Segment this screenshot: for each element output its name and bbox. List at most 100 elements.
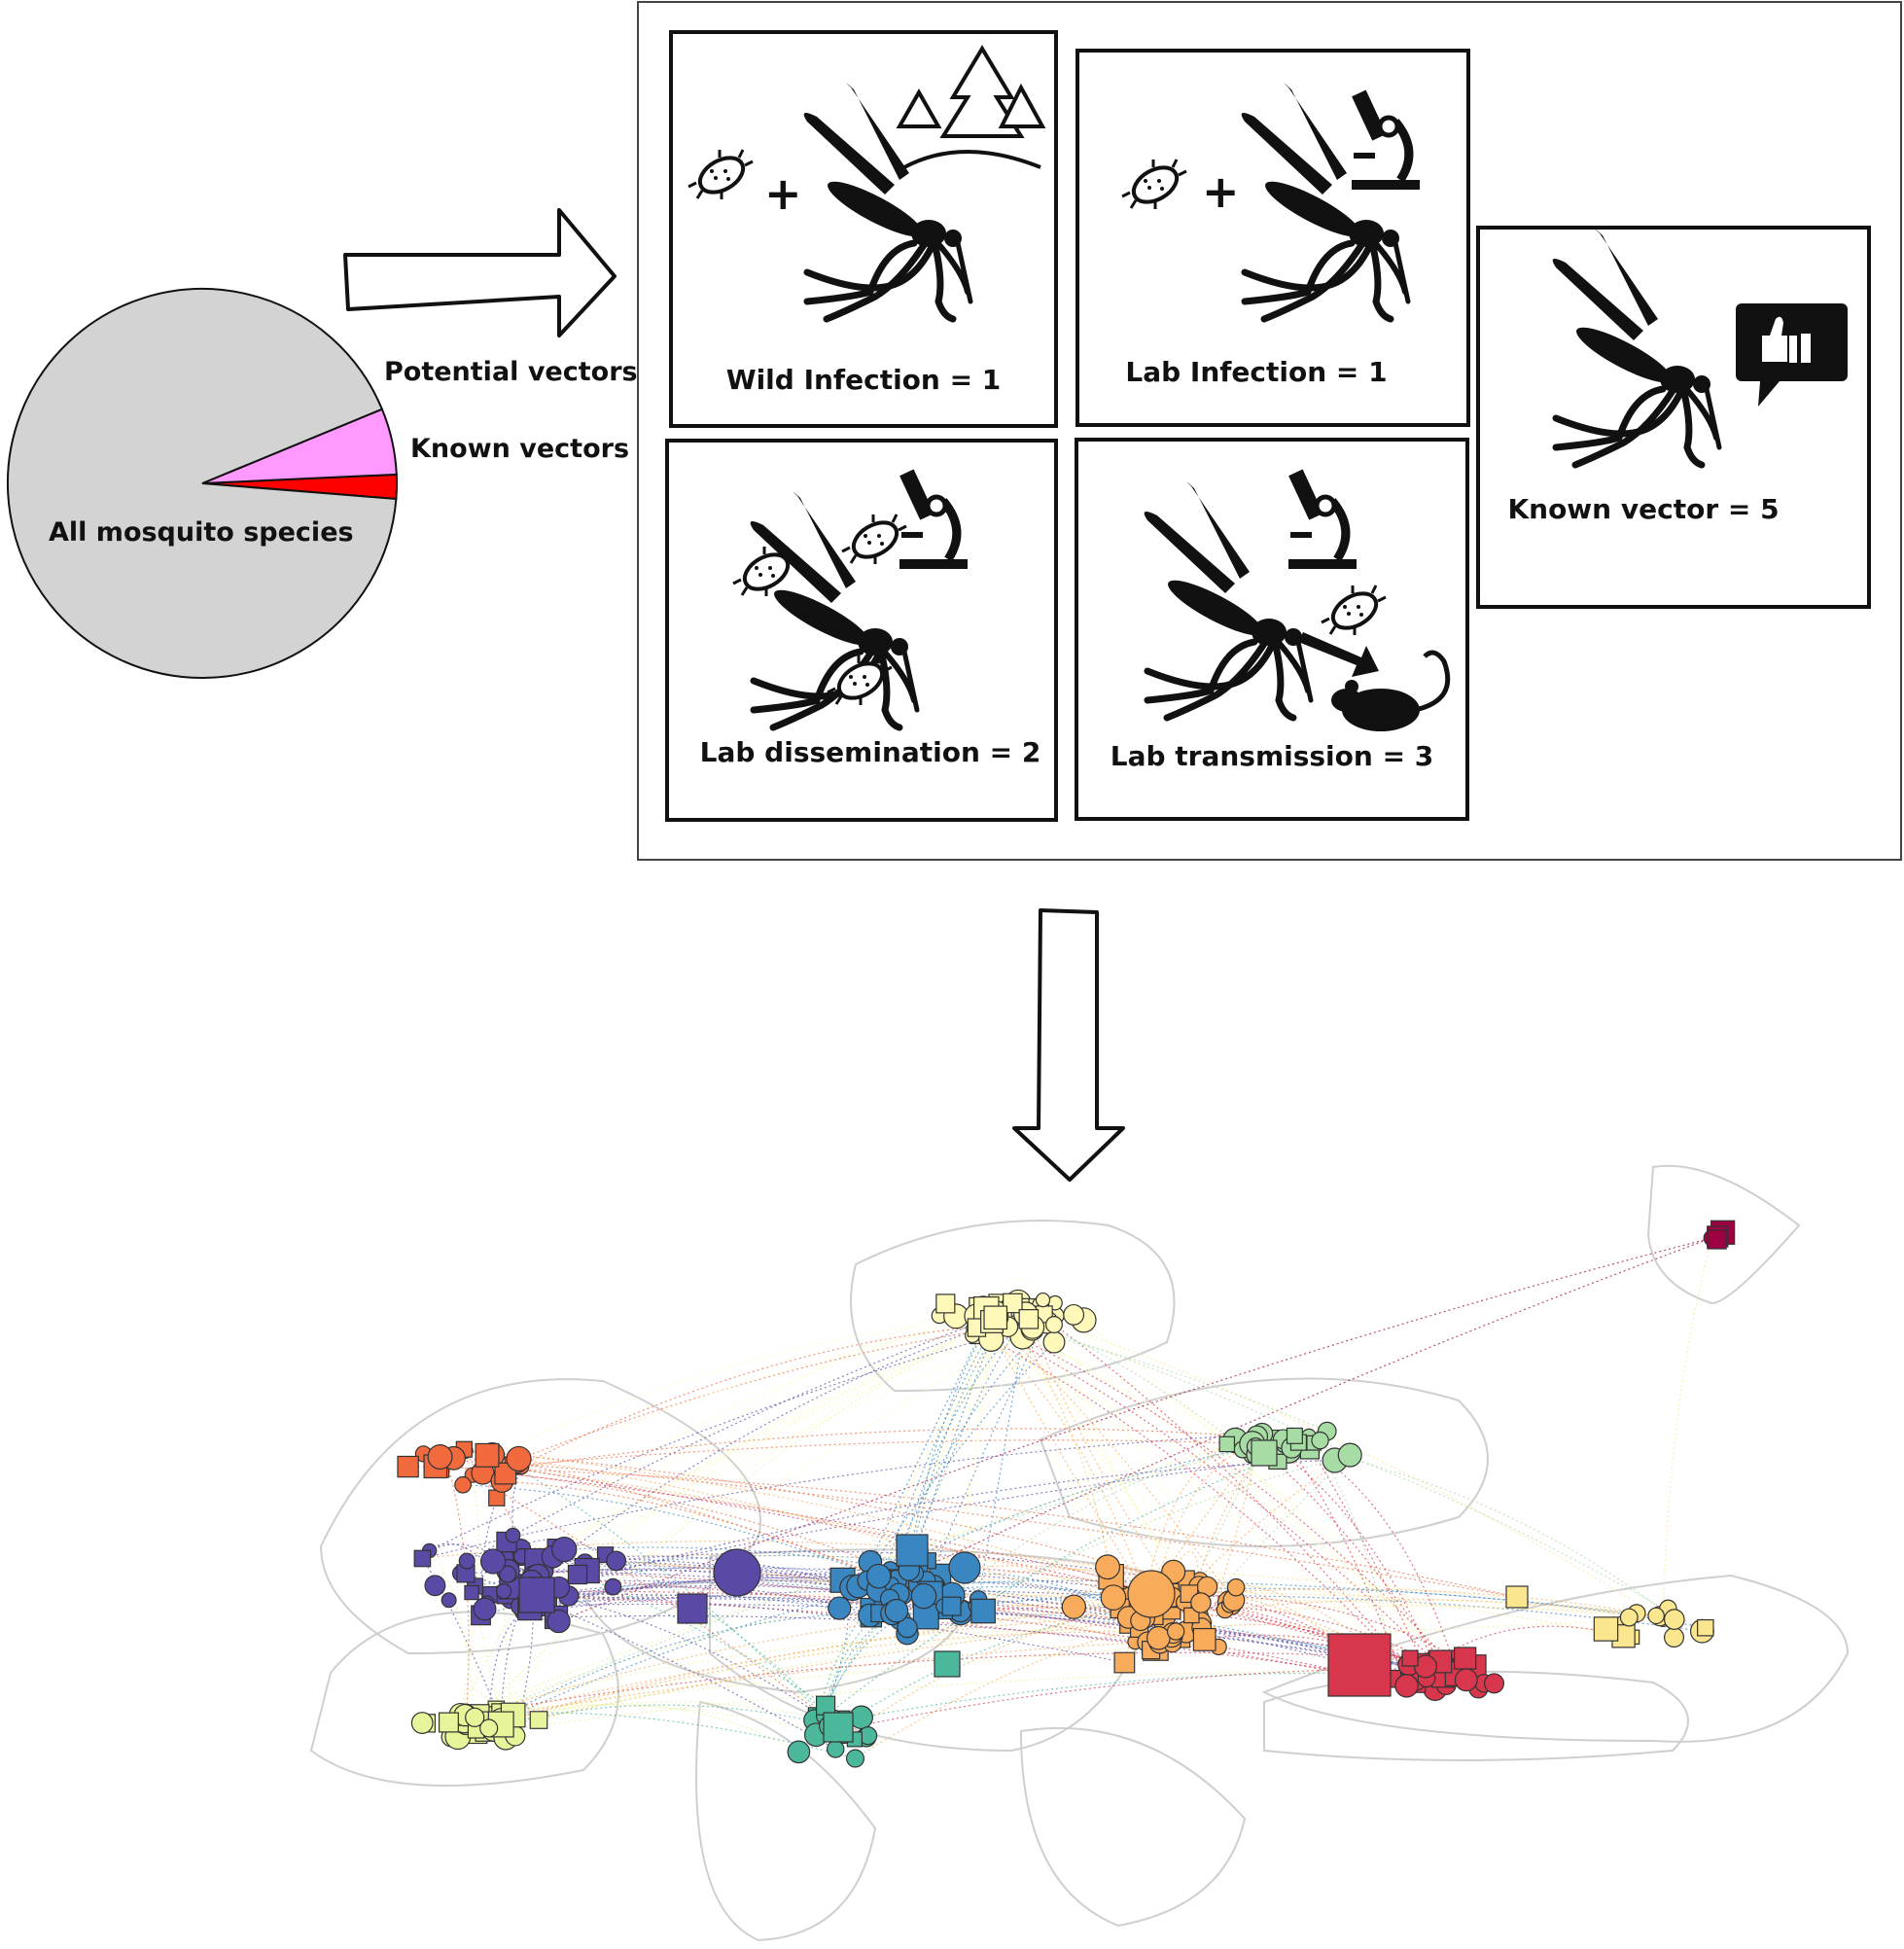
network-node <box>505 1527 521 1543</box>
network-node <box>1484 1673 1504 1694</box>
network-edge <box>537 1309 1034 1577</box>
network-node <box>413 1549 432 1568</box>
network-edge <box>821 1579 849 1719</box>
network-edge <box>422 1431 1327 1560</box>
arrow-small-icon <box>1298 632 1379 677</box>
network-edge <box>990 1338 1417 1681</box>
network-node <box>677 1593 708 1624</box>
network-edge <box>465 1308 998 1575</box>
network-edge <box>488 1607 531 1729</box>
network-node <box>547 1609 571 1634</box>
network-edge <box>943 1595 1703 1632</box>
network-edge <box>889 1585 1114 1600</box>
network-node <box>1035 1292 1051 1308</box>
network-edge <box>508 1570 1495 1684</box>
network-edge <box>1263 1452 1441 1662</box>
network-node <box>970 1598 996 1624</box>
network-edge <box>486 1614 1197 1727</box>
network-node <box>424 1575 446 1597</box>
network-node <box>827 1740 845 1758</box>
network-node <box>551 1536 578 1563</box>
network-edge <box>878 1332 991 1577</box>
network-node <box>897 1616 918 1639</box>
network-edge <box>511 1466 531 1609</box>
network-node <box>1286 1427 1303 1444</box>
network-node <box>479 1719 499 1738</box>
network-edge <box>511 1703 799 1753</box>
network-node <box>1063 1303 1085 1326</box>
network-edge <box>503 1641 1148 1716</box>
network-edge <box>843 1608 1120 1737</box>
network-edge <box>991 1321 1235 1601</box>
network-edge <box>1034 1314 1195 1597</box>
network-node <box>495 1583 512 1600</box>
network-node <box>473 1597 497 1621</box>
network-edge <box>955 1315 1253 1455</box>
network-edge <box>1662 1237 1712 1620</box>
network-node <box>1664 1627 1685 1648</box>
plus-icon: + <box>764 167 802 220</box>
network-edge <box>503 1591 512 1719</box>
network-node <box>1454 1647 1477 1670</box>
network-edge <box>996 1301 1664 1620</box>
network-edge <box>858 1321 988 1587</box>
network-edge <box>475 1539 606 1587</box>
network-node <box>606 1550 627 1572</box>
network-edge <box>466 1299 1043 1562</box>
network-edge <box>1028 1318 1253 1455</box>
pie-slice <box>7 288 398 679</box>
panel-label: Known vector = 5 <box>1507 493 1779 525</box>
network-node <box>397 1455 419 1478</box>
network-node <box>935 1293 956 1314</box>
network-node <box>713 1548 761 1597</box>
network-edge <box>876 1325 1016 1606</box>
network-node <box>518 1577 555 1613</box>
network-node <box>1192 1627 1216 1651</box>
network-node <box>948 1551 981 1584</box>
panel-lab-infection: + Lab Infection = 1 <box>1075 49 1470 427</box>
panel-label: Lab dissemination = 2 <box>700 736 1041 768</box>
network-edge <box>895 1304 1041 1581</box>
network-edge <box>971 1334 1485 1684</box>
network-edge <box>501 1701 822 1720</box>
network-node <box>1018 1309 1040 1329</box>
network-edge <box>511 1593 1661 1617</box>
network-node <box>1146 1625 1171 1650</box>
network-edge <box>422 1618 1675 1724</box>
network-node <box>1226 1577 1246 1597</box>
network-node <box>1100 1584 1127 1611</box>
network-edge <box>508 1570 1407 1686</box>
network-node <box>441 1592 457 1609</box>
network-edge <box>823 1610 898 1717</box>
network-node <box>896 1534 929 1567</box>
network-edge <box>990 1338 1153 1614</box>
network-node <box>479 1548 507 1575</box>
network-edge <box>885 1569 1201 1600</box>
network-edge <box>507 1555 859 1587</box>
network-edge <box>513 1439 1252 1467</box>
network-node <box>454 1475 472 1494</box>
network-edge <box>855 1627 1140 1759</box>
tree-icon <box>896 45 1046 169</box>
network-edge <box>482 1326 1008 1474</box>
network-edge <box>858 1341 1055 1587</box>
arrow-down-icon <box>1012 908 1125 1182</box>
network-node <box>1593 1616 1619 1642</box>
network-edge <box>511 1597 1455 1676</box>
network-node <box>410 1712 434 1734</box>
network-node <box>499 1565 517 1583</box>
network-edge <box>839 1672 1451 1722</box>
network-edge <box>457 1670 1449 1738</box>
network-node <box>787 1740 811 1764</box>
network-edge <box>1282 1438 1406 1683</box>
network-node <box>1454 1668 1478 1692</box>
pie-label-potential: Potential vectors <box>384 357 638 387</box>
network-edge <box>977 1587 1706 1629</box>
network-edge <box>511 1313 1036 1587</box>
network-node <box>884 1598 909 1623</box>
network-edge <box>1196 1605 1657 1617</box>
network-node <box>465 1707 485 1727</box>
network-node <box>1042 1330 1066 1354</box>
network-node <box>1663 1609 1685 1630</box>
